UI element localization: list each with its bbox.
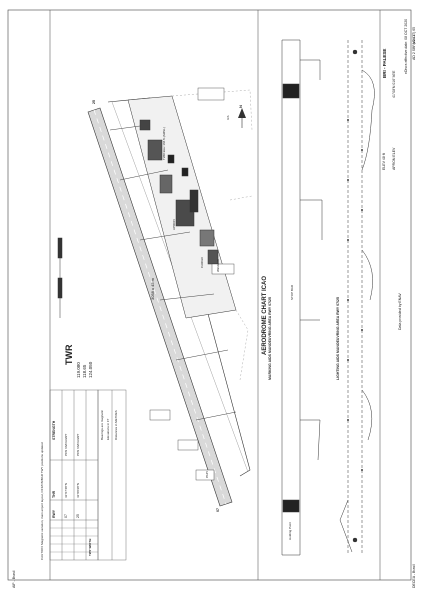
strength-25: PCN 66/F/A/W/T xyxy=(76,433,80,456)
chart-frame xyxy=(7,9,412,581)
aip-left-label: AIP - Brasil xyxy=(12,570,16,588)
effective-date-label: eDiscs effective date: 08 OCT 2020 xyxy=(404,18,408,74)
twr-elev-note: TWR Elev 166 ft (AMSL) xyxy=(162,127,166,160)
apron-area xyxy=(127,95,237,319)
rwy-designator-25: 25 xyxy=(92,100,96,104)
holding-point-label: Holding Point xyxy=(288,522,292,540)
thr-25: 41°08'28"N xyxy=(76,482,80,498)
apron-elev-label: APRON ELEV xyxy=(392,147,396,170)
twr-freq-1: 119.080 xyxy=(76,362,81,378)
rwy-header: RWY xyxy=(52,509,56,518)
marking-diagram xyxy=(281,39,323,556)
scale-bar xyxy=(57,237,63,318)
lighting-diagram xyxy=(339,40,375,555)
runway-07-25 xyxy=(87,107,233,507)
amdt-top-label: (AMDT) 65 xyxy=(412,26,416,44)
bearing-note-3: Distances in METRES xyxy=(114,410,118,440)
ils-label: ILS xyxy=(226,115,230,120)
rwy-07: 07 xyxy=(64,514,68,518)
caution-note: CAUTION: Magnetic variation, main airpor… xyxy=(40,442,44,560)
twr-freq-3: 124.050 xyxy=(88,361,93,378)
windsock-label: Windsock xyxy=(216,258,220,272)
thr-07: 41°07'48"N xyxy=(64,482,68,498)
cargo-label: CARGO xyxy=(200,256,204,268)
annotation-boxes xyxy=(149,87,235,481)
north-label: N xyxy=(238,105,243,108)
lighting-dots xyxy=(347,119,363,471)
papi-label: PAPI xyxy=(205,471,209,478)
thr-header: THR xyxy=(52,490,56,498)
strength-07: PCN 66/F/A/W/T xyxy=(64,433,68,456)
service-roads xyxy=(171,89,253,381)
apron-label: APRON xyxy=(172,219,176,230)
bearing-note-2: Elevations in FT xyxy=(106,418,110,440)
coords-label: 41°08'N 016°46'E xyxy=(392,70,396,99)
data-source-label: Data provided by ENAV xyxy=(398,293,402,330)
north-arrow-icon xyxy=(238,108,246,128)
lighting-aids-label: LIGHTING AIDS MANOEUVRING AREA RWY 07/25 xyxy=(336,297,340,380)
elevation-label: ELEV 48 ft xyxy=(382,153,386,170)
twy-width-header: TWY WIDTH xyxy=(88,538,92,556)
stopbar-label: STOP BAR xyxy=(290,284,294,300)
twr-label: TWR xyxy=(64,344,74,366)
bearing-note-1: Bearings are magnetic xyxy=(100,409,104,440)
decea-bottom-label: DECEA - Brasil xyxy=(412,564,416,588)
rwy-25: 25 xyxy=(76,514,80,518)
strength-header: STRENGTH xyxy=(52,420,56,440)
twr-freq-2: 118.65 xyxy=(82,364,87,378)
rwy-dims: 3058 x 45 m xyxy=(150,277,155,300)
twy-width-table xyxy=(50,527,98,553)
connecting-taxiways xyxy=(109,125,237,421)
rwy-designator-07: 07 xyxy=(216,508,220,512)
marking-aids-label: MARKING AIDS MANOEUVRING AREA RWY 07/25 xyxy=(268,297,272,380)
city-name: BRI - PALESE xyxy=(382,48,387,78)
rwy-info-table xyxy=(49,389,127,561)
